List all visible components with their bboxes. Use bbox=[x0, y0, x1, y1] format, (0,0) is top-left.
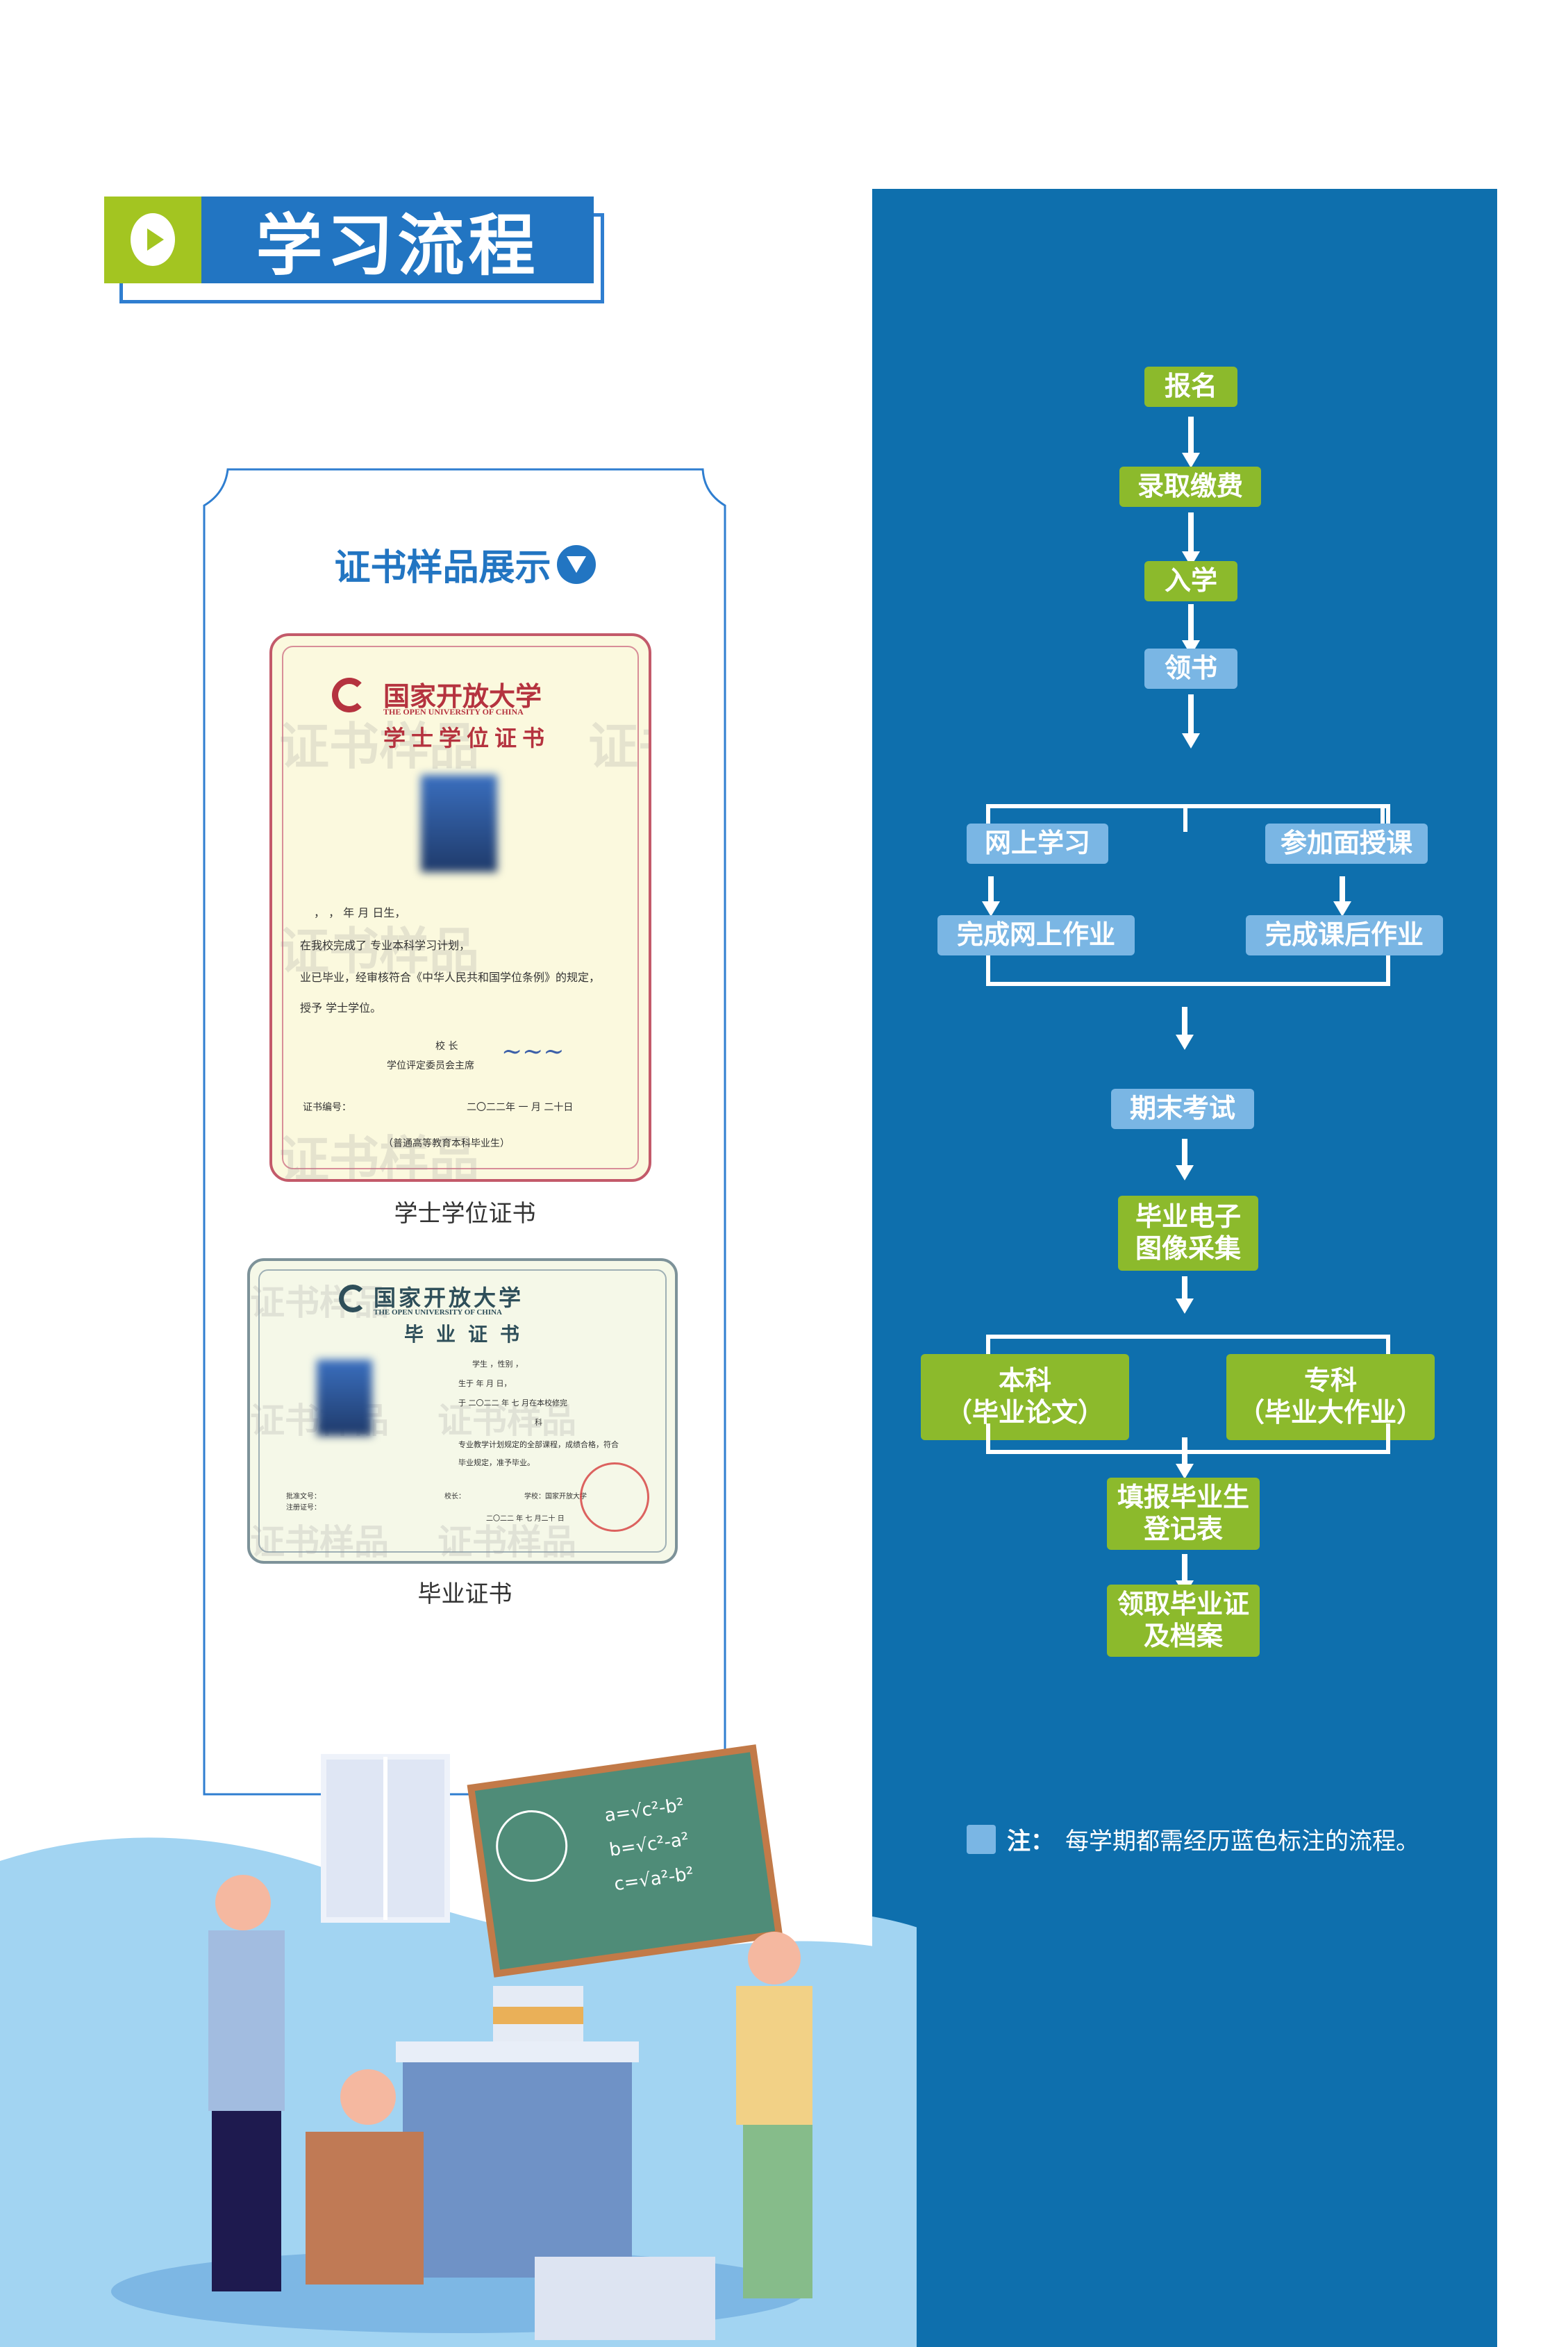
flow-arrow bbox=[1176, 1007, 1194, 1050]
note-label: 注： bbox=[1007, 1828, 1054, 1855]
page-title: 学习流程 bbox=[201, 197, 594, 285]
standing-man bbox=[208, 1930, 285, 2111]
flow-arrow bbox=[1182, 694, 1200, 749]
certificate-samples-title: 证书样品展示 bbox=[334, 547, 551, 589]
certificate-text-line: 于 二〇二二 年 七 月在本校修完 bbox=[458, 1398, 567, 1408]
diploma-caption: 毕业证书 bbox=[417, 1580, 512, 1608]
flow-arrow bbox=[1176, 1276, 1194, 1314]
certificate-text-line: 在我校完成了 专业本科学习计划， bbox=[300, 939, 471, 952]
flow-step-admission-payment: 录取缴费 bbox=[1119, 467, 1261, 507]
certificate-date: 二〇二二 年 七 月二十 日 bbox=[486, 1515, 565, 1523]
university-name-en: THE OPEN UNIVERSITY OF CHINA bbox=[374, 1308, 502, 1317]
university-name-en: THE OPEN UNIVERSITY OF CHINA bbox=[383, 707, 524, 717]
watermark: 证书样品 bbox=[279, 1130, 480, 1182]
flow-split-bracket bbox=[986, 804, 1390, 832]
certificate-samples-heading: 证书样品展示 bbox=[203, 538, 727, 590]
watermark: 证书样品 bbox=[437, 1401, 576, 1441]
flow-arrow bbox=[1182, 512, 1200, 567]
flow-note: 注： 每学期都需经历蓝色标注的流程。 bbox=[967, 1822, 1419, 1856]
flow-step-bachelor-thesis: 本科 （毕业论文） bbox=[921, 1354, 1129, 1440]
certificate-text-line: 专业教学计划规定的全部课程，成绩合格，符合 bbox=[458, 1440, 619, 1449]
certificate-text-line: 业已毕业，经审核符合《中华人民共和国学位条例》的规定， bbox=[300, 971, 601, 984]
university-name-cn: 国家开放大学 bbox=[383, 680, 542, 712]
node-line: 本科 bbox=[998, 1365, 1051, 1396]
flow-step-online-homework: 完成网上作业 bbox=[937, 915, 1135, 955]
certificate-date: 二〇二二年 一 月 二十日 bbox=[467, 1102, 574, 1113]
flow-merge-bracket bbox=[986, 955, 1390, 986]
flow-split-bracket bbox=[986, 1335, 1390, 1362]
bachelor-degree-certificate-image: 证书样品 证书样品 证书样品 证书 国家开放大学 THE OPEN UNIVER… bbox=[269, 633, 651, 1182]
classroom-illustration: a=√c²-b² b=√c²-a² c=√a²-b² bbox=[0, 1744, 917, 2347]
certificate-text-line: 授予 学士学位。 bbox=[300, 1001, 382, 1014]
approval-number-label: 批准文号： bbox=[286, 1493, 321, 1501]
school-label: 学校：国家开放大学 bbox=[524, 1493, 587, 1501]
play-circle-icon bbox=[131, 213, 175, 266]
flow-merge-bracket bbox=[986, 1423, 1390, 1454]
flow-step-associate-project: 专科 （毕业大作业） bbox=[1226, 1354, 1435, 1440]
blurred-photo bbox=[421, 775, 497, 872]
bachelor-certificate-caption: 学士学位证书 bbox=[394, 1200, 536, 1228]
watermark: 证书样品 bbox=[250, 1522, 389, 1562]
graduation-diploma-image: 证书样品 证书样品 证书样品 证书样品 证书样品 国家开放大学 THE OPEN… bbox=[247, 1258, 678, 1564]
certificate-number-label: 证书编号： bbox=[303, 1102, 351, 1113]
watermark: 证书样品 bbox=[279, 922, 480, 980]
certificate-border bbox=[282, 646, 639, 1169]
university-logo-icon bbox=[339, 1285, 367, 1312]
node-line: （毕业大作业） bbox=[1237, 1397, 1423, 1428]
flow-arrow bbox=[1182, 417, 1200, 468]
certificate-text-line: ， ， 年 月 日生， bbox=[314, 906, 406, 919]
student-desk bbox=[535, 2257, 715, 2340]
certificate-text-line: 生于 年 月 日， bbox=[458, 1379, 512, 1388]
certificate-title: 毕业证书 bbox=[404, 1323, 533, 1346]
teacher-woman bbox=[736, 1986, 812, 2125]
certificate-title: 学士学位证书 bbox=[383, 725, 551, 751]
certificate-text-line: 毕业规定，准予毕业。 bbox=[458, 1458, 535, 1467]
watermark: 证书 bbox=[588, 717, 649, 776]
signature: ~~~ bbox=[501, 1037, 565, 1066]
flow-step-enrollment: 入学 bbox=[1144, 561, 1237, 601]
certificate-border bbox=[258, 1269, 667, 1553]
flow-step-face-to-face-class: 参加面授课 bbox=[1265, 824, 1428, 864]
chalkboard: a=√c²-b² b=√c²-a² c=√a²-b² bbox=[467, 1744, 783, 1978]
teacher-desk bbox=[403, 2055, 632, 2278]
registration-number-label: 注册证号： bbox=[286, 1504, 321, 1512]
certificate-footer: （普通高等教育本科毕业生） bbox=[383, 1138, 510, 1149]
flow-step-graduation-photo: 毕业电子 图像采集 bbox=[1118, 1196, 1258, 1271]
blurred-photo bbox=[317, 1360, 372, 1436]
flow-step-collect-diploma-records: 领取毕业证 及档案 bbox=[1107, 1585, 1260, 1657]
signer-role: 校 长 bbox=[435, 1041, 458, 1052]
university-logo-icon bbox=[332, 678, 367, 712]
flow-step-final-exam: 期末考试 bbox=[1111, 1089, 1254, 1129]
note-text: 每学期都需经历蓝色标注的流程。 bbox=[1065, 1828, 1419, 1855]
flow-step-graduate-registration-form: 填报毕业生 登记表 bbox=[1107, 1478, 1260, 1550]
flow-arrow bbox=[1333, 876, 1351, 917]
watermark: 证书样品 bbox=[279, 717, 480, 776]
node-line: （毕业论文） bbox=[945, 1397, 1104, 1428]
watermark: 证书样品 bbox=[250, 1283, 389, 1323]
flow-arrow bbox=[1176, 1437, 1194, 1479]
flow-arrow bbox=[1176, 1554, 1194, 1596]
down-triangle-circle-icon bbox=[556, 544, 596, 584]
official-seal bbox=[580, 1462, 649, 1532]
flow-step-get-books: 领书 bbox=[1144, 649, 1237, 689]
signer-role: 学位评定委员会主席 bbox=[387, 1060, 474, 1071]
node-line: 专科 bbox=[1303, 1365, 1357, 1396]
flow-arrow bbox=[1182, 604, 1200, 655]
flow-step-online-study: 网上学习 bbox=[967, 824, 1108, 864]
light-blue-legend-swatch bbox=[967, 1824, 996, 1854]
president-label: 校长： bbox=[444, 1493, 465, 1501]
flow-arrow bbox=[982, 876, 1000, 917]
flow-arrow bbox=[1176, 1139, 1194, 1180]
seated-man bbox=[306, 2132, 424, 2285]
flow-step-register: 报名 bbox=[1144, 367, 1237, 407]
flow-step-after-class-homework: 完成课后作业 bbox=[1246, 915, 1443, 955]
university-name-cn: 国家开放大学 bbox=[374, 1285, 524, 1311]
watermark: 证书样品 bbox=[437, 1522, 576, 1562]
background-wave-right bbox=[872, 1916, 917, 2347]
certificate-text-line: 科 bbox=[535, 1418, 542, 1427]
certificate-text-line: 学生 ，性别 ， bbox=[472, 1360, 523, 1369]
